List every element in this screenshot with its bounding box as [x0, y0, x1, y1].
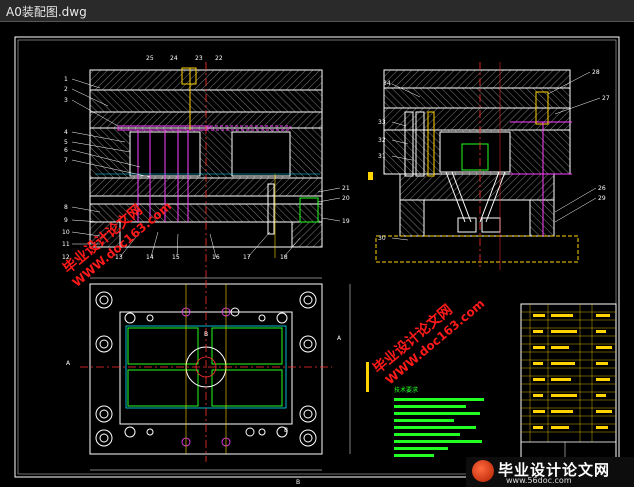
brand-logo-icon — [472, 460, 494, 482]
part-label: 19 — [342, 218, 350, 225]
part-label: 16 — [212, 254, 220, 261]
part-label: 23 — [195, 55, 203, 62]
drawing-frame — [14, 36, 620, 478]
brand-name: 毕业设计论文网 — [498, 461, 611, 479]
part-label: 29 — [598, 195, 606, 202]
part-label: 10 — [62, 229, 70, 236]
part-label: 31 — [378, 153, 386, 160]
part-label: 4 — [64, 129, 68, 136]
part-label: 21 — [342, 185, 350, 192]
part-label: 15 — [172, 254, 180, 261]
plan-view[interactable]: A A B B B — [66, 277, 351, 486]
part-label: 13 — [115, 254, 123, 261]
part-label: 9 — [64, 217, 68, 224]
part-label: 17 — [243, 254, 251, 261]
title-block — [520, 303, 617, 475]
drawing-inner-frame — [17, 39, 617, 475]
part-label: 26 — [598, 185, 606, 192]
part-label: 11 — [62, 241, 70, 248]
drawing-canvas[interactable]: 1 2 3 4 5 6 7 8 9 10 11 25 24 23 22 12 1… — [0, 22, 634, 487]
marker — [368, 172, 373, 180]
part-label: 30 — [378, 235, 386, 242]
section-label: B — [204, 331, 208, 338]
front-section-view[interactable]: 1 2 3 4 5 6 7 8 9 10 11 25 24 23 22 12 1… — [62, 55, 350, 278]
part-label: 24 — [170, 55, 178, 62]
part-label: 27 — [602, 95, 610, 102]
part-label: 12 — [62, 254, 70, 261]
part-label: 32 — [378, 137, 386, 144]
part-label: 25 — [146, 55, 154, 62]
part-label: 8 — [64, 204, 68, 211]
title-bar: A0装配图.dwg — [0, 0, 634, 22]
dimension-label: B — [296, 479, 300, 486]
part-label: 28 — [592, 69, 600, 76]
brand-url: www.56doc.com — [506, 476, 572, 485]
part-label: 7 — [64, 157, 68, 164]
part-label: 6 — [64, 147, 68, 154]
watermark-2: 毕业设计论文网 WWW.doc163.com — [370, 296, 488, 387]
section-label: B — [284, 427, 288, 434]
technical-notes: 技术要求 — [394, 386, 484, 457]
part-label: 22 — [215, 55, 223, 62]
part-label: 3 — [64, 97, 68, 104]
notes-title: 技术要求 — [394, 386, 418, 394]
side-section-view[interactable]: 34 33 32 31 30 28 27 26 29 — [375, 62, 610, 270]
part-label: 33 — [378, 119, 386, 126]
part-label: 34 — [383, 80, 391, 87]
part-label: 2 — [64, 86, 68, 93]
marker — [366, 362, 369, 392]
part-label: 5 — [64, 139, 68, 146]
section-label: A — [66, 360, 71, 367]
part-label: 20 — [342, 195, 350, 202]
part-label: 1 — [64, 76, 68, 83]
watermark-1: 毕业设计论文网 WWW.doc163.com — [60, 199, 175, 290]
window-title: A0装配图.dwg — [6, 5, 87, 19]
section-label: A — [337, 335, 342, 342]
part-label: 18 — [280, 254, 288, 261]
site-brand-badge[interactable]: 毕业设计论文网 www.56doc.com — [466, 457, 634, 487]
part-label: 14 — [146, 254, 154, 261]
